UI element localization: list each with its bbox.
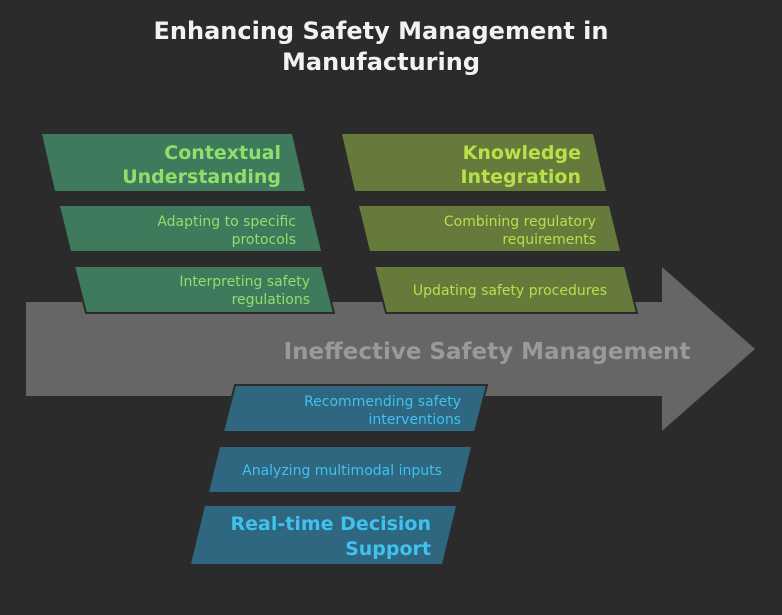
realtime-item-2-line1: Analyzing multimodal inputs: [242, 463, 442, 479]
contextual-head-box: [42, 134, 305, 191]
contextual-item-2-line2: regulations: [232, 292, 310, 308]
knowledge-item-2-line1: Updating safety procedures: [413, 283, 607, 299]
realtime-head-box: [191, 506, 456, 564]
contextual-item-1-line1: Adapting to specific: [157, 214, 296, 230]
realtime-item-1-line2: interventions: [368, 412, 461, 428]
knowledge-head-line2: Integration: [460, 166, 581, 188]
knowledge-item-1-line2: requirements: [502, 232, 596, 248]
contextual-item-2-line1: Interpreting safety: [179, 274, 310, 290]
branch-knowledge-integration: Knowledge Integration Combining regulato…: [342, 134, 639, 314]
branch-realtime-decision-support: Recommending safety interventions Analyz…: [191, 384, 489, 564]
contextual-item-1-box: [60, 206, 321, 251]
realtime-item-1-box: [221, 384, 489, 433]
knowledge-item-1-line1: Combining regulatory: [444, 214, 596, 230]
realtime-head-line2: Support: [345, 538, 431, 560]
diagram-title-line1: Enhancing Safety Management in: [154, 17, 609, 45]
contextual-head-line1: Contextual: [164, 142, 281, 164]
knowledge-head-box: [342, 134, 606, 191]
realtime-item-1-line1: Recommending safety: [304, 394, 461, 410]
contextual-item-2-box: [72, 265, 336, 314]
contextual-head-line2: Understanding: [122, 166, 281, 188]
realtime-head-line1: Real-time Decision: [231, 513, 431, 535]
realtime-item-2-box: [209, 447, 471, 492]
knowledge-item-2-box: [372, 265, 639, 314]
knowledge-item-1-box: [359, 206, 620, 251]
knowledge-head-line1: Knowledge: [463, 142, 581, 164]
diagram-title-line2: Manufacturing: [282, 48, 480, 76]
contextual-item-1-line2: protocols: [232, 232, 296, 248]
branch-contextual-understanding: Contextual Understanding Adapting to spe…: [42, 134, 336, 314]
spine-label: Ineffective Safety Management: [284, 339, 691, 365]
